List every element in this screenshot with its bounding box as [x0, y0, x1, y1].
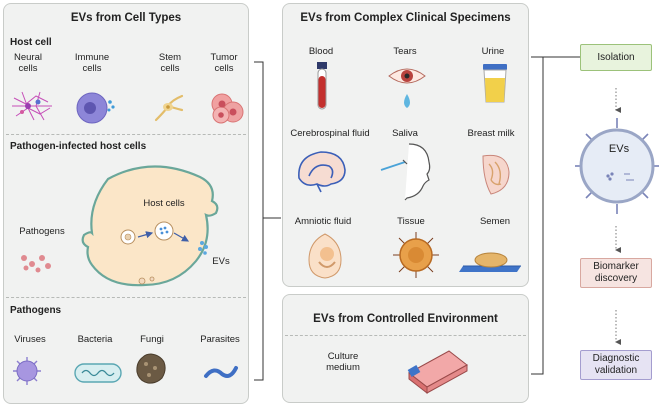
host-cell-heading: Host cell — [10, 37, 52, 48]
pathogens-small-icon — [21, 255, 51, 273]
host-cells-label: Host cells — [143, 198, 185, 209]
connector-left-bracket — [254, 61, 281, 381]
tumor-cells-icon — [211, 93, 244, 124]
pathogens-label: Pathogens — [19, 226, 65, 237]
neural-cells-icon — [12, 91, 52, 121]
divider-2 — [6, 297, 246, 298]
fungi-label: Fungi — [140, 334, 164, 345]
breast-milk-label: Breast milk — [467, 128, 515, 139]
tissue-label: Tissue — [397, 216, 425, 227]
evs-label: EVs — [608, 143, 630, 155]
controlled-title: EVs from Controlled Environment — [313, 313, 498, 325]
breast-milk-icon — [482, 154, 510, 195]
amniotic-fluid-icon — [308, 233, 342, 279]
parasites-label: Parasites — [200, 334, 240, 345]
infected-heading: Pathogen-infected host cells — [10, 141, 147, 152]
fungi-icon — [136, 353, 166, 384]
immune-cell-icon — [76, 92, 115, 124]
urine-cup-icon — [483, 64, 507, 103]
viruses-label: Viruses — [14, 334, 46, 345]
csf-label: Cerebrospinal fluid — [290, 128, 370, 139]
isolation-box: Isolation — [580, 44, 652, 71]
pathogens-heading: Pathogens — [10, 305, 62, 316]
bacteria-icon — [74, 363, 122, 383]
clinical-title: EVs from Complex Clinical Specimens — [300, 12, 511, 24]
controlled-divider — [285, 335, 526, 336]
bacteria-label: Bacteria — [77, 334, 113, 345]
isolation-label: Isolation — [597, 51, 635, 63]
cell-types-title: EVs from Cell Types — [70, 12, 182, 24]
ev-vesicle-icon — [575, 118, 659, 214]
saliva-face-icon — [380, 143, 431, 201]
tears-label: Tears — [393, 46, 417, 57]
flow-arrows — [615, 88, 621, 345]
clinical-specimens-panel: EVs from Complex Clinical Specimens Bloo… — [282, 3, 529, 287]
blood-tube-icon — [317, 62, 327, 110]
tears-eye-icon — [388, 68, 426, 108]
infected-host-cell-illustration — [81, 165, 219, 287]
urine-label: Urine — [481, 46, 505, 57]
saliva-label: Saliva — [392, 128, 418, 139]
divider-1 — [6, 134, 246, 135]
brain-csf-icon — [298, 151, 346, 193]
virus-icon — [13, 357, 41, 385]
evs-label-infected: EVs — [212, 256, 230, 267]
amniotic-fluid-label: Amniotic fluid — [294, 216, 352, 227]
semen-slide-icon — [459, 252, 521, 272]
stem-cell-icon — [154, 94, 184, 122]
blood-label: Blood — [308, 46, 334, 57]
connector-right-bracket — [531, 56, 580, 375]
semen-label: Semen — [479, 216, 511, 227]
parasite-icon — [204, 366, 238, 378]
culture-flask-icon — [407, 350, 468, 395]
tissue-icon — [393, 232, 439, 278]
